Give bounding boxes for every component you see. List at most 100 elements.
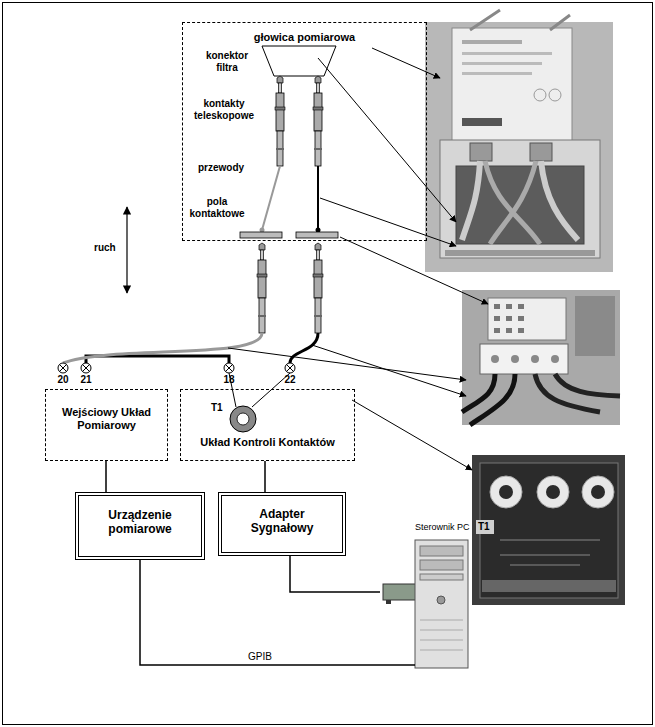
component-label: T1 [211,402,223,414]
pc-icon [415,540,468,668]
photo-contacts [518,304,524,309]
telescopic-contact [257,243,323,333]
bus-label: GPIB [246,651,274,663]
terminal [285,363,295,373]
telescopic-contact [313,76,323,166]
connector-line [264,461,266,492]
photo-contacts [555,374,620,396]
pc-icon [386,600,391,604]
photo-contacts [531,355,539,363]
photo-head [470,10,570,30]
leader-arrow [320,198,456,246]
leader-arrow [372,48,440,78]
toroid-symbol [230,406,256,432]
leader-arrow [340,237,488,304]
terminal-number: 20 [55,374,71,386]
filter-connector [262,46,336,76]
adapter-box: Adapter Sygnałowy [218,492,346,556]
photo-contacts [551,355,559,363]
terminal [83,365,90,372]
toroid-symbol [237,413,249,425]
photo-head [462,62,542,65]
photo-head [530,143,552,161]
pc-icon [437,596,445,604]
leader-arrow [228,48,488,470]
photo-head [549,89,561,101]
photo-board [476,520,494,534]
photo-board [472,455,625,605]
photo-board [490,476,522,508]
photo-head [445,250,595,256]
photo-contacts [506,328,512,333]
photo-board [537,476,569,508]
photo-head [462,40,522,44]
photo-contacts [511,355,519,363]
photo-contacts [491,355,499,363]
box-label: Adapter Sygnałowy [240,507,325,536]
photo-contacts [506,304,512,309]
photo-contacts [575,296,615,356]
telescopic-contact [313,243,323,333]
pc-icon [420,620,463,650]
telescopic-contact [275,76,285,166]
pc-node: Sterownik PC [380,520,470,672]
photo-head [490,161,536,244]
connector-line [290,556,380,592]
contact-pad [296,232,338,238]
photo-head [534,89,546,101]
box-label: Wejściowy Układ Pomiarowy [53,406,161,432]
photo-contacts [518,316,524,321]
photo-head [425,10,613,272]
photo-board [480,463,618,598]
photo-head [470,143,492,161]
photo-contacts [470,374,515,425]
pc-icon [420,560,463,570]
wire [252,373,290,407]
terminal [224,363,234,373]
pc-icon [380,664,415,666]
photo-contacts [480,344,568,374]
terminal [287,365,294,372]
photo-head [541,161,578,240]
box-label: Układ Kontroli Kontaktów [181,436,354,449]
photo-contacts [494,304,500,309]
photo-head [452,28,572,143]
wire [63,333,262,363]
motion-arrow [126,207,127,293]
part-label: kontakty teleskopowe [186,98,262,122]
terminal [60,365,67,372]
photo-board [482,580,616,592]
device-box: Urządzenie pomiarowe [75,492,205,560]
terminal [58,363,295,373]
box-label: głowica pomiarowa [183,31,426,44]
connector-line [140,560,380,665]
part-label: przewody [198,162,244,174]
photo-head [462,118,502,126]
photo-board [582,476,614,508]
pc-icon [383,584,417,600]
photo-board [499,485,513,499]
photo-contacts [462,290,620,425]
photo-contacts [488,298,566,340]
contact-pad [240,232,282,238]
photo-head [425,22,613,272]
photo-head [485,161,540,244]
terminal [58,363,68,373]
part-label: konektor filtra [194,50,260,74]
photo-contacts [506,316,512,321]
photo-board [500,540,600,565]
box-label: Sterownik PC [415,522,470,533]
part-label: pola kontaktowe [186,196,248,220]
component-label: T1 [477,521,491,533]
frame [3,3,653,725]
leader-arrow [228,348,466,380]
contact-control-box: Układ Kontroli Kontaktów [180,389,355,461]
pc-icon [380,540,468,668]
telescopic-contact [257,243,267,333]
photo-contacts [494,316,500,321]
jumper-wire [86,356,229,363]
terminal [81,363,91,373]
photo-contacts [518,328,524,333]
